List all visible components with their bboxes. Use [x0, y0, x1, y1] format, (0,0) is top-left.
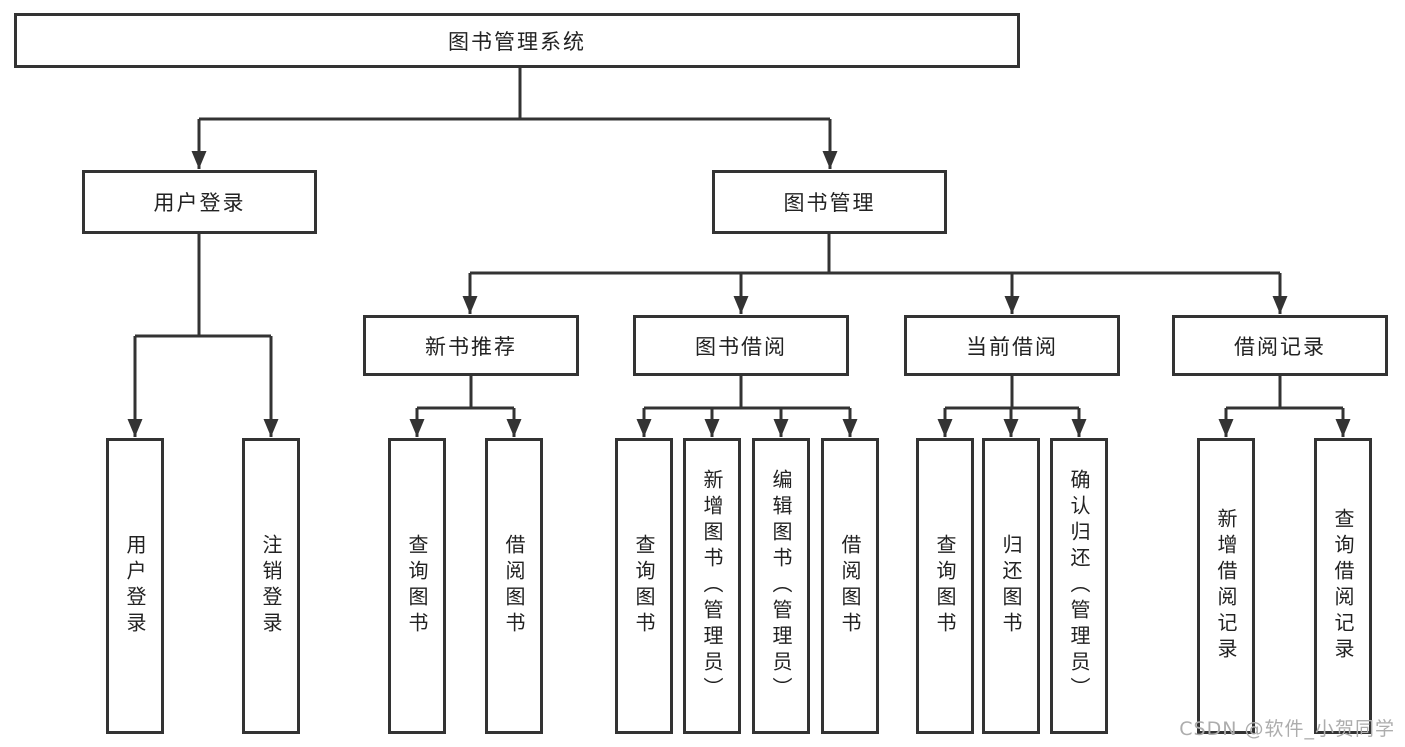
leaf-borrow-books: 借阅图书	[821, 438, 879, 734]
leaf-borrow-books-label: 借阅图书	[838, 534, 862, 638]
leaf-query-borrow-record-label: 查询借阅记录	[1331, 508, 1355, 664]
leaf-borrow-query-books-label: 查询图书	[632, 534, 656, 638]
node-borrow-records-label: 借阅记录	[1234, 334, 1326, 359]
leaf-recommend-query-books-label: 查询图书	[405, 534, 429, 638]
leaf-edit-books-admin: 编辑图书（管理员）	[752, 438, 810, 734]
leaf-edit-books-admin-label: 编辑图书（管理员）	[769, 469, 793, 703]
leaf-recommend-query-books: 查询图书	[388, 438, 446, 734]
node-new-book-recommend: 新书推荐	[363, 315, 579, 376]
leaf-recommend-borrow-books-label: 借阅图书	[502, 534, 526, 638]
leaf-confirm-return-admin: 确认归还（管理员）	[1050, 438, 1108, 734]
leaf-add-books-admin: 新增图书（管理员）	[683, 438, 741, 734]
leaf-recommend-borrow-books: 借阅图书	[485, 438, 543, 734]
node-borrow-records: 借阅记录	[1172, 315, 1388, 376]
leaf-query-borrow-record: 查询借阅记录	[1314, 438, 1372, 734]
node-book-management: 图书管理	[712, 170, 947, 234]
node-current-borrow-label: 当前借阅	[966, 334, 1058, 359]
leaf-add-books-admin-label: 新增图书（管理员）	[700, 469, 724, 703]
csdn-watermark: CSDN @软件_小贺同学	[1179, 718, 1395, 740]
leaf-add-borrow-record-label: 新增借阅记录	[1214, 508, 1238, 664]
leaf-return-books-label: 归还图书	[999, 534, 1023, 638]
node-root-system-label: 图书管理系统	[448, 29, 586, 54]
leaf-current-query-books-label: 查询图书	[933, 534, 957, 638]
leaf-user-login-label: 用户登录	[123, 534, 147, 638]
node-current-borrow: 当前借阅	[904, 315, 1120, 376]
leaf-confirm-return-admin-label: 确认归还（管理员）	[1067, 469, 1091, 703]
node-book-management-label: 图书管理	[783, 191, 876, 215]
node-user-login: 用户登录	[82, 170, 317, 234]
node-user-login-label: 用户登录	[153, 191, 246, 215]
leaf-user-login: 用户登录	[106, 438, 164, 734]
node-book-borrow: 图书借阅	[633, 315, 849, 376]
node-book-borrow-label: 图书借阅	[695, 334, 787, 359]
leaf-add-borrow-record: 新增借阅记录	[1197, 438, 1255, 734]
leaf-return-books: 归还图书	[982, 438, 1040, 734]
node-root-system: 图书管理系统	[14, 13, 1020, 68]
leaf-logout: 注销登录	[242, 438, 300, 734]
leaf-logout-label: 注销登录	[259, 534, 283, 638]
leaf-current-query-books: 查询图书	[916, 438, 974, 734]
leaf-borrow-query-books: 查询图书	[615, 438, 673, 734]
node-new-book-recommend-label: 新书推荐	[425, 334, 517, 359]
